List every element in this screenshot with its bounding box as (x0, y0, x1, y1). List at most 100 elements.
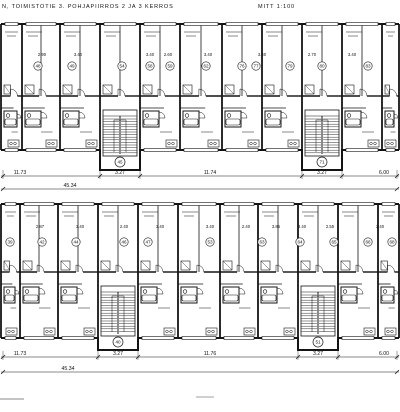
closet-mark (142, 84, 153, 95)
toilet (262, 289, 268, 294)
bathtub (4, 118, 17, 126)
kitchen-counter (367, 139, 380, 148)
door-swing (279, 88, 288, 97)
door-swing (236, 264, 245, 273)
window (61, 202, 95, 206)
room-width-dimension: 3.40 (204, 52, 213, 57)
bathtub (381, 294, 394, 302)
stairwell (100, 285, 136, 337)
door-swing (156, 287, 164, 295)
stove-burner (89, 329, 93, 334)
stove-burner (249, 329, 253, 334)
room-width-dimension: 3.40 (348, 52, 357, 57)
window (25, 148, 57, 152)
window (4, 22, 19, 26)
bathtub (261, 294, 277, 302)
bathroom-wall (260, 286, 278, 304)
toilet (144, 113, 150, 118)
kitchen-counter (7, 139, 20, 148)
room-number: 66 (365, 240, 371, 245)
room-number-circle (145, 61, 155, 71)
dimension-tick (394, 369, 400, 375)
stove-burner (49, 329, 53, 334)
closet (222, 260, 233, 271)
closet-mark (222, 260, 233, 271)
dimension-label: 11.73 (14, 351, 27, 357)
toilet (226, 113, 232, 118)
toilet (224, 289, 230, 294)
window (63, 22, 97, 26)
exterior-wall (1, 337, 399, 351)
bathroom-wall (344, 110, 362, 128)
door-swing (393, 113, 399, 119)
room-number: 63 (259, 240, 265, 245)
dimension-label: 3.27 (317, 170, 327, 176)
kitchen-counter (205, 327, 218, 336)
room-number-circle (251, 61, 261, 71)
closet-mark (100, 260, 111, 271)
bathroom-wall (60, 286, 78, 304)
stove-burner (285, 329, 289, 334)
window (381, 202, 396, 206)
room-width-dimension: 2.87 (36, 224, 45, 229)
bathtub (143, 118, 159, 126)
window (225, 148, 259, 152)
bathroom-wall (142, 110, 160, 128)
stove-burner (167, 141, 171, 146)
stair-direction-arrow (111, 295, 125, 332)
kitchen-counter (83, 327, 96, 336)
closet (224, 84, 235, 95)
window (141, 202, 175, 206)
stair-direction-arrow (315, 119, 329, 152)
door-swing (198, 88, 207, 97)
door-swing (155, 264, 164, 273)
bathtub (223, 294, 239, 302)
door-swing (40, 111, 48, 119)
room-number-circle (67, 61, 77, 71)
total-length-label: 45.34 (62, 366, 75, 372)
total-length-label: 45.34 (64, 183, 77, 189)
door-swing (157, 88, 166, 97)
door-swing (275, 264, 284, 273)
toilet (346, 113, 352, 118)
closet (300, 260, 311, 271)
window (63, 148, 97, 152)
closet (260, 260, 271, 271)
door-swing (77, 88, 86, 97)
door-swing (355, 264, 364, 273)
window (305, 22, 339, 26)
stove-burner (249, 141, 253, 146)
dimension-label: 11.74 (204, 170, 217, 176)
door-swing (238, 287, 246, 295)
room-number: 49 (69, 64, 75, 69)
stove-burner (386, 141, 390, 146)
stove-burner (289, 329, 293, 334)
window (341, 336, 375, 340)
bathtub (385, 118, 394, 126)
stove-burner (209, 141, 213, 146)
room-number-circle (387, 237, 397, 247)
window (341, 202, 375, 206)
room-width-dimension: 3.40 (146, 52, 155, 57)
room-width-dimension: 2.40 (242, 224, 251, 229)
kitchen-counter (45, 139, 58, 148)
closet-mark (304, 84, 315, 95)
window (103, 22, 137, 26)
room-width-dimension: 3.85 (272, 224, 281, 229)
window (345, 148, 379, 152)
door-swing (239, 88, 248, 97)
room-number: 62 (203, 64, 209, 69)
window (223, 202, 255, 206)
bathtub (183, 118, 199, 126)
closet (62, 84, 73, 95)
kitchen-counter (363, 327, 376, 336)
room-number-circle (257, 237, 267, 247)
closet-mark (180, 260, 191, 271)
stairwell (304, 109, 340, 157)
door-swing (315, 264, 324, 273)
door-swing (36, 264, 45, 273)
dimension-label: 6.00 (379, 351, 389, 357)
stove-burner (253, 141, 257, 146)
door-swing (158, 111, 166, 119)
